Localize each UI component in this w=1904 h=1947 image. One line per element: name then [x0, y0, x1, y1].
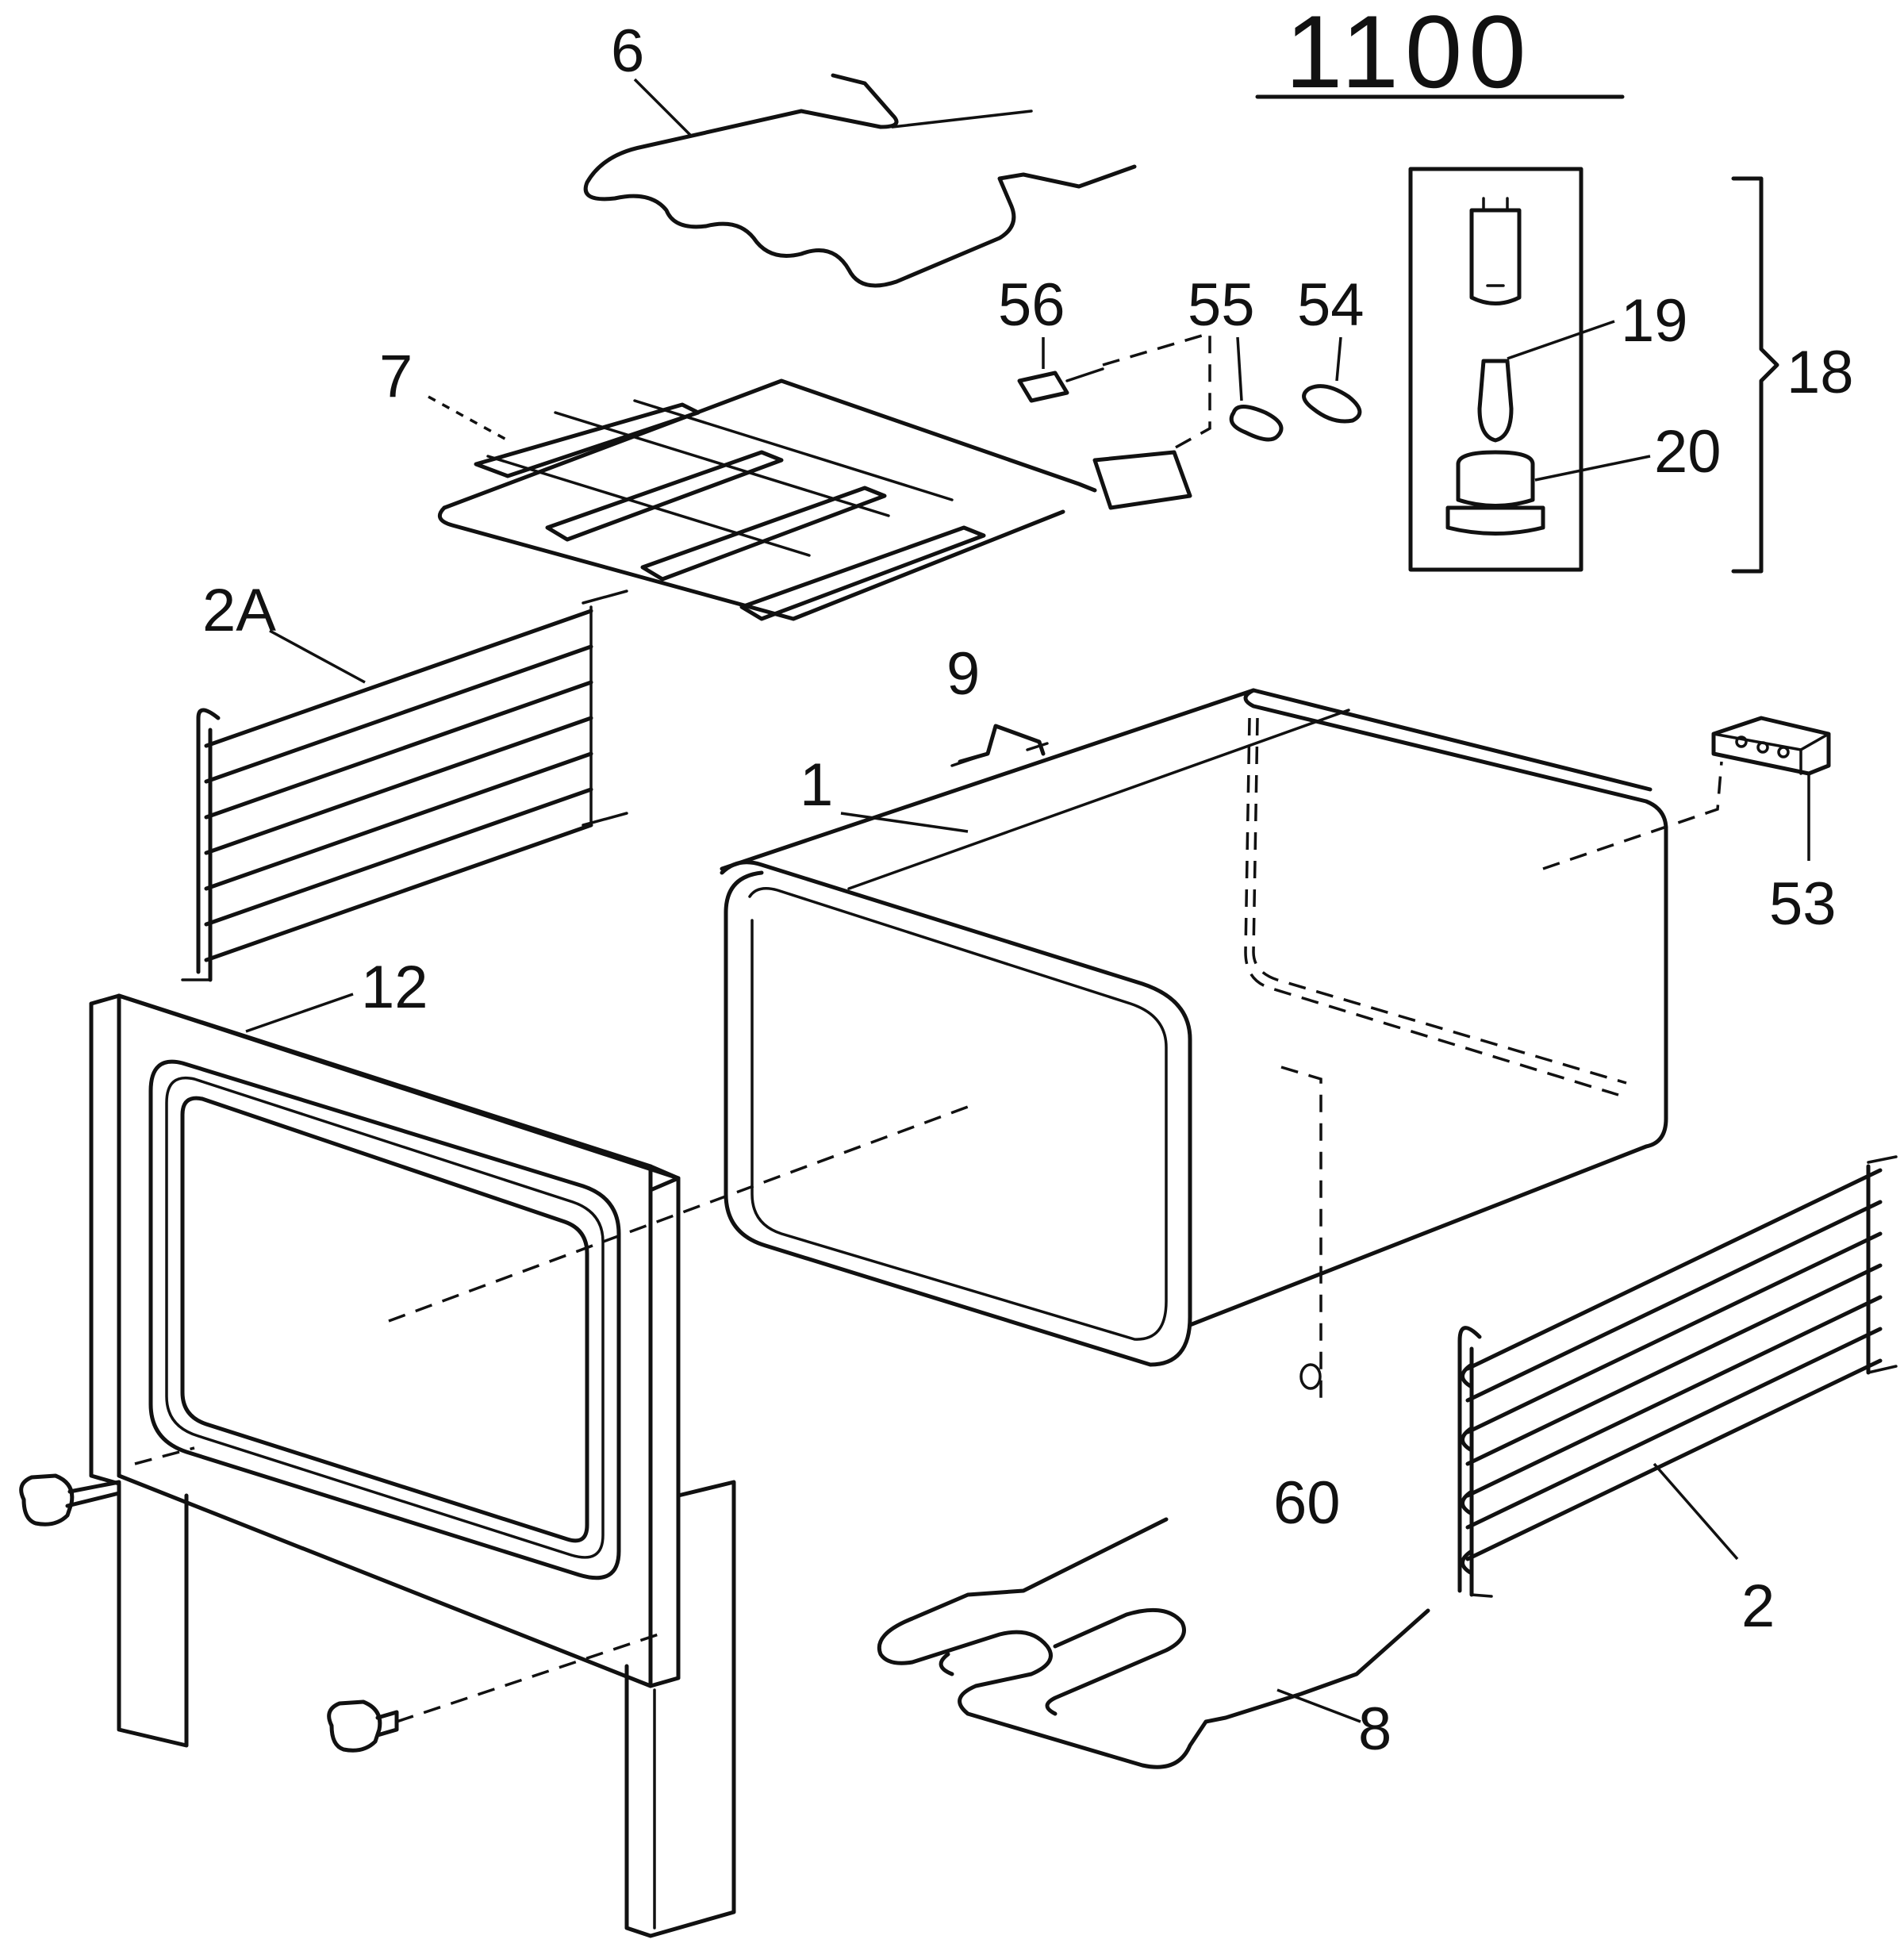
label-20: 20 [1654, 418, 1722, 486]
leader-19 [1507, 320, 1615, 360]
leader-55 [1236, 336, 1243, 401]
leader-12 [245, 993, 354, 1033]
door-screw-upper [19, 1473, 121, 1526]
oven-light-assembly-part-18: 19 20 18 [1408, 167, 1854, 574]
door-screws [19, 1446, 659, 1753]
leader-2a [269, 629, 366, 684]
oven-cavity-part-1: 1 [720, 688, 1668, 1367]
label-60: 60 [1273, 1469, 1341, 1537]
bake-element-part-6: 6 [583, 17, 1137, 288]
label-2: 2 [1741, 1573, 1775, 1640]
terminal-hardware-parts-54-55-56: 56 55 54 [998, 271, 1365, 450]
leader-20 [1534, 455, 1651, 482]
label-7: 7 [379, 343, 413, 410]
title-text: 1100 [1285, 0, 1533, 109]
label-54: 54 [1297, 271, 1365, 339]
leader-7 [428, 395, 509, 442]
leader-8 [1276, 1688, 1361, 1723]
fastener-part-60: 60 [1273, 1363, 1341, 1537]
door-screw-lower [327, 1699, 399, 1753]
label-56: 56 [998, 271, 1065, 339]
label-19: 19 [1621, 287, 1688, 355]
label-9: 9 [946, 640, 980, 708]
label-53: 53 [1769, 870, 1837, 938]
leader-6 [633, 78, 692, 136]
bottom-element-part-8: 8 [877, 1517, 1430, 1769]
label-12: 12 [361, 954, 428, 1021]
label-1: 1 [800, 751, 833, 819]
label-6: 6 [611, 17, 644, 85]
rack-support-part-2: 2 [1457, 1155, 1898, 1640]
bracket-part-9: 9 [946, 640, 1049, 767]
leader-54 [1335, 336, 1342, 382]
label-18: 18 [1787, 339, 1854, 406]
label-2a: 2A [202, 577, 276, 644]
alignment-lines [388, 1066, 1322, 1404]
leader-1 [840, 812, 969, 833]
light-assembly-box [1408, 167, 1583, 572]
label-8: 8 [1358, 1695, 1392, 1763]
door-frame-part-12: 12 [89, 954, 736, 1938]
diagram-title: 1100 [1255, 0, 1625, 109]
label-55: 55 [1188, 271, 1255, 339]
leader-2 [1653, 1462, 1739, 1561]
terminal-block-part-53: 53 [1542, 716, 1837, 938]
rack-support-part-2a: 2A [181, 577, 628, 982]
broil-element-part-7: 7 [379, 343, 1192, 621]
